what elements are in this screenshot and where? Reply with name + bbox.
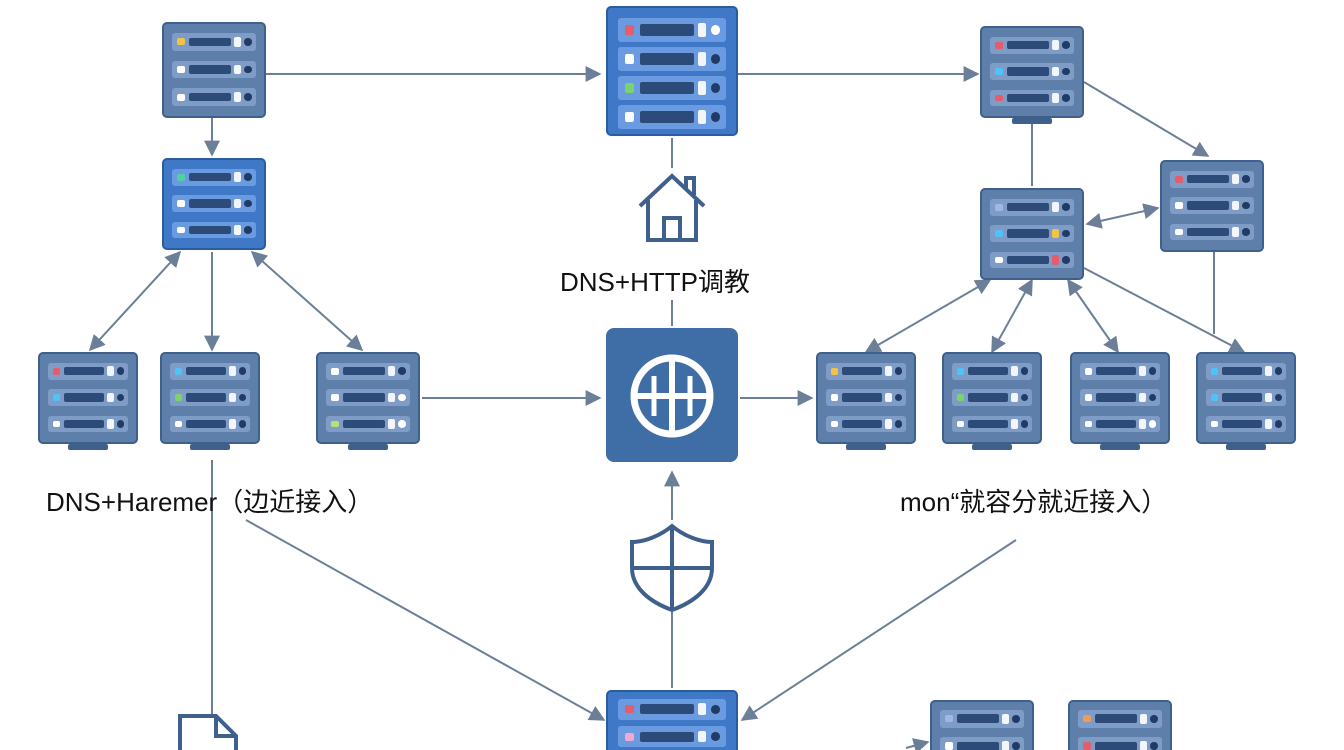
server-left-a [38, 352, 138, 444]
server-right-a [816, 352, 916, 444]
server-bottom-right-b [1068, 700, 1172, 750]
globe-router-icon [630, 354, 714, 438]
server-top-center [606, 6, 738, 136]
server-right-d-base [1226, 444, 1266, 450]
edge-rightmid-rightside [1085, 203, 1160, 229]
label-dns-http: DNS+HTTP调教 [560, 267, 750, 297]
server-left-b-base [190, 444, 230, 450]
document-icon [178, 714, 238, 750]
server-right-b [942, 352, 1042, 444]
server-left-b [160, 352, 260, 444]
server-left-c-base [348, 444, 388, 450]
label-dns-haremer: DNS+Haremer（边近接入） [46, 487, 374, 517]
edge-rightmid-rightC [1067, 278, 1119, 354]
label-mon: mon“就容分就近接入） [900, 487, 1168, 517]
server-left-a-base [68, 444, 108, 450]
server-bottom-center [606, 690, 738, 750]
router-hub [606, 328, 738, 462]
server-right-c-base [1100, 444, 1140, 450]
edge-rightmid-rightB [991, 278, 1033, 354]
edge-bottom-rightbottom [905, 738, 930, 750]
server-bottom-right-a [930, 700, 1034, 750]
server-right-c [1070, 352, 1170, 444]
edge-right-bottom-diag [740, 539, 1017, 721]
edge-rightmid-rightD [1083, 267, 1246, 353]
edge-rightmid-rightA [864, 279, 992, 353]
server-top-right-base [1012, 118, 1052, 124]
edge-midleft-leftC [250, 250, 364, 352]
shield-icon [630, 523, 714, 613]
server-right-b-base [972, 444, 1012, 450]
server-right-d [1196, 352, 1296, 444]
server-top-right [980, 26, 1084, 118]
server-right-a-base [846, 444, 886, 450]
server-left-c [316, 352, 420, 444]
edge-topright-rightside [1083, 81, 1210, 157]
server-right-side [1160, 160, 1264, 252]
server-right-mid [980, 188, 1084, 280]
house-icon [638, 173, 706, 242]
edge-midleft-leftA [88, 250, 182, 352]
server-left-mid [162, 158, 266, 250]
edge-left-bottom-diag [245, 519, 606, 721]
server-top-left [162, 22, 266, 118]
